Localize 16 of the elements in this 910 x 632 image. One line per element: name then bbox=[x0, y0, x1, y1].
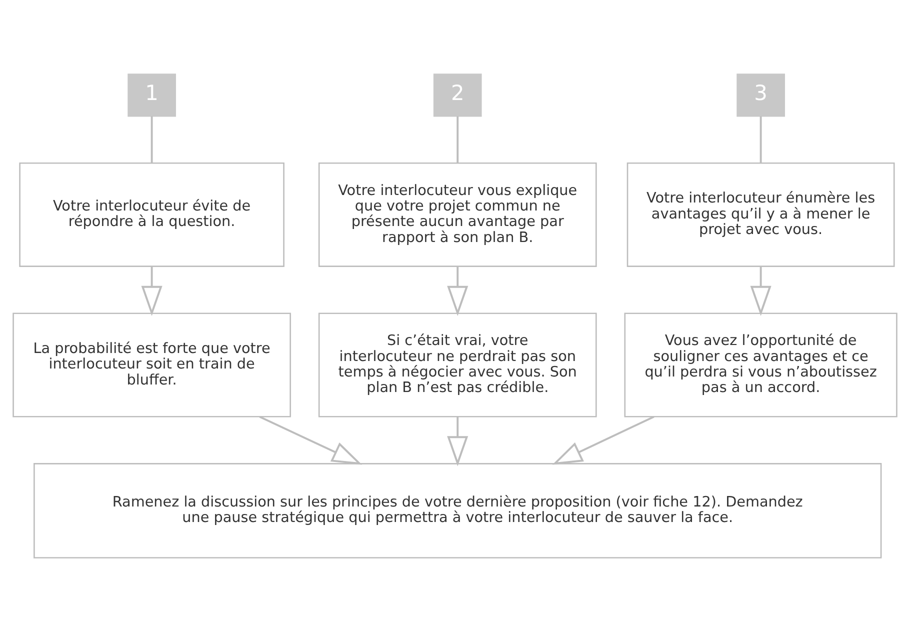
arrow bbox=[141, 266, 162, 316]
connector bbox=[456, 116, 459, 163]
connector bbox=[760, 116, 762, 163]
node-box: Vous avez l’opportunité de souligner ces avantages et ce qu’il perdra si vous n’aboutissez pas à un accord. bbox=[624, 312, 898, 418]
arrow bbox=[447, 266, 468, 316]
arrow bbox=[750, 266, 772, 316]
node-box: Votre interlocuteur énumère les avantages qu’il y a à mener le projet avec vous. bbox=[626, 162, 895, 267]
arrow bbox=[447, 416, 468, 466]
arrow bbox=[259, 416, 362, 465]
node-box: Votre interlocuteur vous explique que votre projet commun ne présente aucun avantage par rapport à son plan B. bbox=[318, 162, 597, 267]
node-box: Votre interlocuteur évite de répondre à la question. bbox=[19, 162, 284, 267]
arrow bbox=[552, 416, 654, 465]
node-box: Ramenez la discussion sur les principes de votre dernière proposition (voir fiche 12). Demandez une pause stratégique qui permettra à votre interlocuteur de sauver la face. bbox=[34, 463, 882, 558]
node-box: Si c’était vrai, votre interlocuteur ne perdrait pas son temps à négocier avec vous. Son plan B n’est pas crédible. bbox=[318, 312, 597, 418]
node-box: La probabilité est forte que votre interlocuteur soit en train de bluffer. bbox=[12, 312, 291, 418]
connector bbox=[150, 116, 153, 163]
